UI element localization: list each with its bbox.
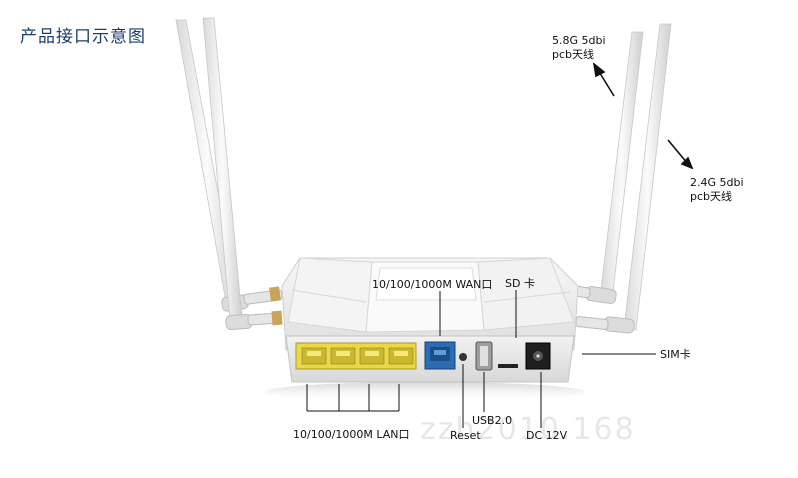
antenna-24g-type: pcb天线 xyxy=(690,190,733,203)
watermark: zzh2010.168 xyxy=(420,412,636,447)
sd-slot xyxy=(498,364,518,368)
page-title: 产品接口示意图 xyxy=(20,27,146,47)
antenna-5g-type: pcb天线 xyxy=(552,48,595,61)
dc-jack xyxy=(525,342,551,370)
antenna-5g-label: 5.8G 5dbi pcb天线 xyxy=(552,34,606,62)
lan-port-group xyxy=(295,342,417,370)
usb-label: USB2.0 xyxy=(472,414,513,427)
router-body xyxy=(281,257,579,383)
usb-port xyxy=(475,341,493,371)
lan-port-label: 10/100/1000M LAN口 xyxy=(293,428,410,441)
antenna-24g-spec: 2.4G 5dbi xyxy=(690,176,744,189)
leader-lines xyxy=(306,290,656,428)
wan-port xyxy=(424,341,456,370)
router-shadow xyxy=(265,382,585,402)
sd-card-label: SD 卡 xyxy=(505,277,535,290)
sim-card-label: SIM卡 xyxy=(660,348,691,361)
left-antenna-inner xyxy=(202,17,283,331)
wan-port-label: 10/100/1000M WAN口 xyxy=(372,278,493,291)
reset-label: Reset xyxy=(450,429,481,442)
antenna-24g-label: 2.4G 5dbi pcb天线 xyxy=(690,176,744,204)
reset-hole xyxy=(459,353,467,361)
dc-label: DC 12V xyxy=(526,429,568,442)
antenna-5g-spec: 5.8G 5dbi xyxy=(552,34,606,47)
antenna-arrows xyxy=(592,62,694,170)
